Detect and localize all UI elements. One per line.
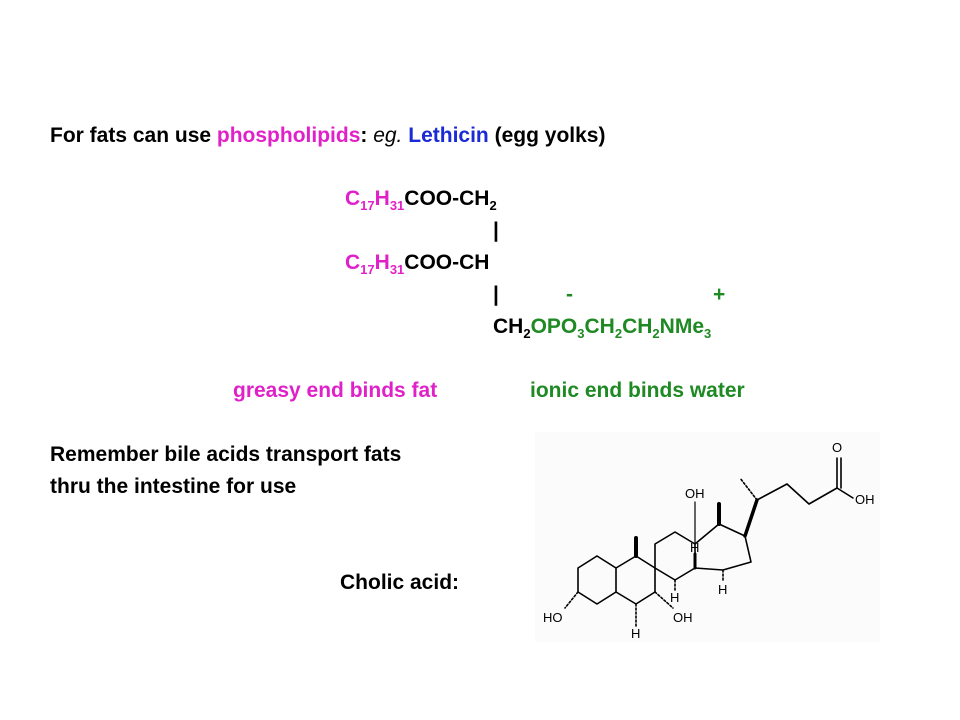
- bile-line-1: Remember bile acids transport fats: [50, 443, 402, 466]
- atom-h-8: H: [690, 540, 699, 555]
- atom-o-carbonyl: O: [832, 440, 842, 455]
- chain-sub-17: 17: [360, 198, 375, 213]
- intro-colon: :: [360, 124, 374, 147]
- cholic-acid-structure: O OH OH HO OH H H H H: [535, 432, 880, 642]
- ester-group: COO-CH: [404, 187, 490, 210]
- ch-sub: 2: [523, 326, 531, 341]
- atom-oh-7: OH: [673, 610, 693, 625]
- greasy-end-label: greasy end binds fat: [233, 379, 438, 402]
- atom-h-5: H: [631, 626, 640, 641]
- atom-oh-12: OH: [685, 486, 705, 501]
- structure-drawing: O OH OH HO OH H H H H: [543, 440, 875, 641]
- nme-group: NMe: [659, 315, 704, 338]
- plus-charge: +: [713, 283, 726, 306]
- formula-row-2: C17H31COO-CH: [345, 251, 489, 282]
- atom-oh-acid: OH: [855, 492, 875, 507]
- ch2-sub: 2: [614, 326, 623, 341]
- lethicin-term: Lethicin: [408, 124, 489, 147]
- atom-h-14: H: [718, 582, 727, 597]
- formula-row-3: CH2OPO3CH2CH2NMe3: [493, 315, 711, 346]
- ester-group: COO-CH: [404, 251, 490, 274]
- egg-yolks-text: (egg yolks): [488, 124, 606, 147]
- chain-c: C: [345, 251, 361, 274]
- ionic-end-label: ionic end binds water: [530, 379, 745, 402]
- ch2-group: CH: [622, 315, 653, 338]
- chain-h: H: [374, 251, 390, 274]
- bond-bar-2: |: [493, 283, 499, 306]
- bile-line-2: thru the intestine for use: [50, 475, 297, 498]
- chain-sub-31: 31: [389, 198, 405, 213]
- chain-h: H: [374, 187, 390, 210]
- ch2-sub: 2: [489, 198, 497, 213]
- atom-h-9: H: [670, 590, 679, 605]
- atom-ho-3: HO: [543, 610, 563, 625]
- eg-text: eg.: [373, 124, 403, 147]
- intro-line: For fats can use phospholipids: eg. Leth…: [50, 124, 605, 148]
- nme-sub: 3: [704, 326, 712, 341]
- ch2-group: CH: [584, 315, 615, 338]
- phosphate-group: OPO: [530, 315, 578, 338]
- intro-text: For fats can use: [50, 124, 217, 147]
- ch-group: CH: [493, 315, 524, 338]
- formula-row-1: C17H31COO-CH2: [345, 187, 497, 218]
- cholic-acid-label: Cholic acid:: [340, 571, 460, 594]
- phosphate-sub: 3: [577, 326, 585, 341]
- chain-sub-31: 31: [389, 262, 405, 277]
- ch2-sub: 2: [652, 326, 660, 341]
- chain-c: C: [345, 187, 361, 210]
- bond-bar-1: |: [493, 219, 499, 242]
- chain-sub-17: 17: [360, 262, 375, 277]
- minus-charge: -: [566, 283, 573, 306]
- phospholipids-term: phospholipids: [216, 124, 361, 147]
